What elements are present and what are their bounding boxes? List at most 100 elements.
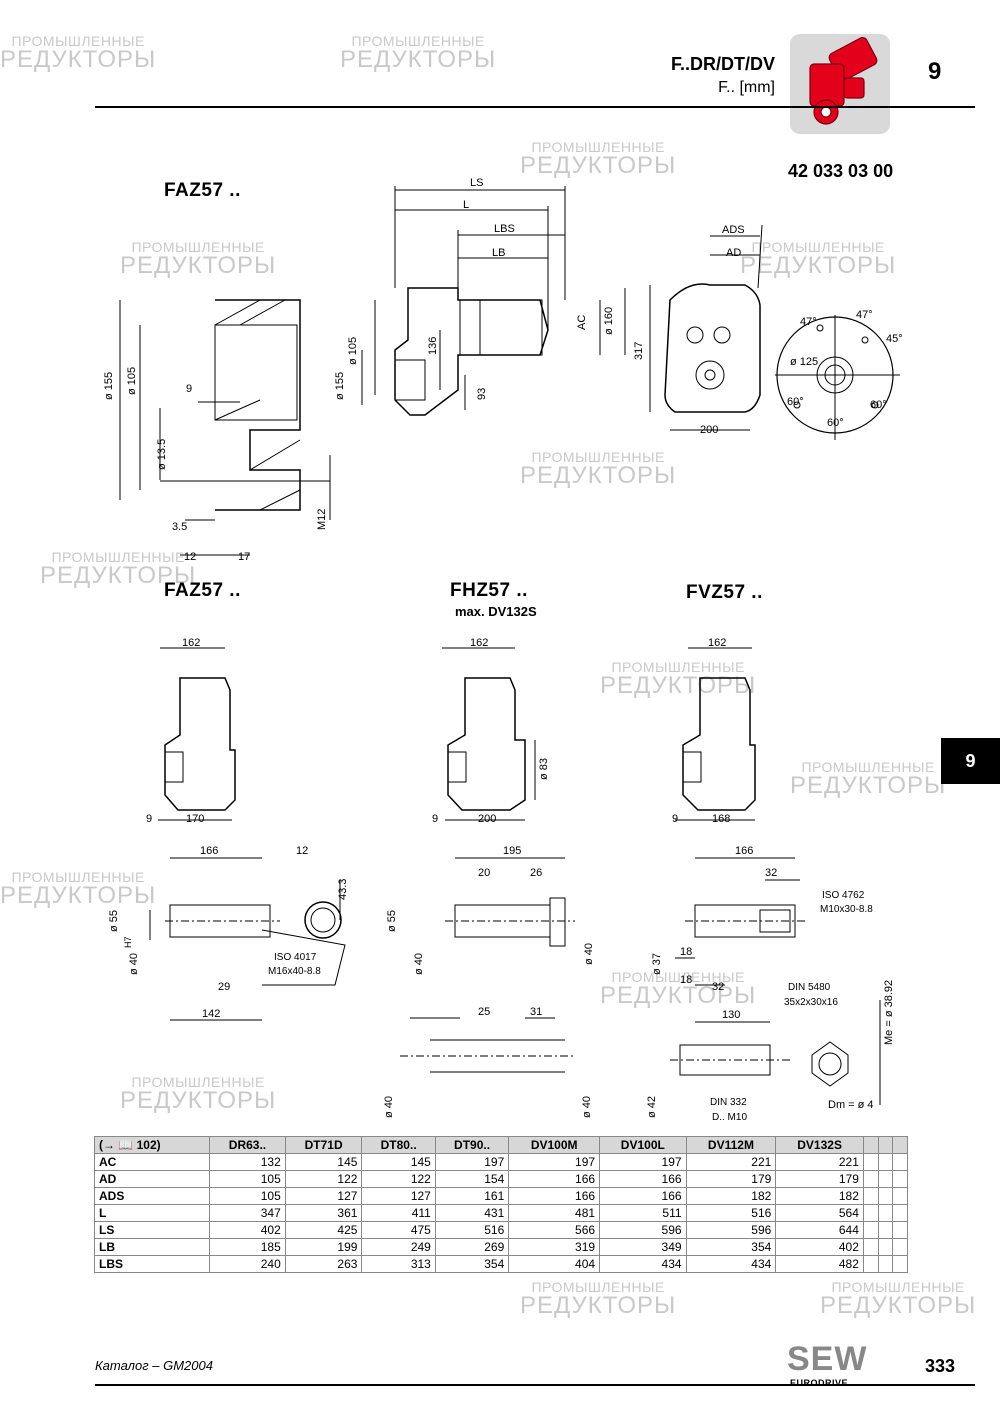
header-rule bbox=[95, 106, 975, 108]
table-cell bbox=[862, 1187, 879, 1205]
dim-label: ø 105 bbox=[347, 337, 359, 365]
table-cell bbox=[892, 1255, 908, 1273]
spline-spec-label: 35x2x30x16 bbox=[784, 997, 838, 1008]
table-column-header: DT80.. bbox=[361, 1136, 436, 1154]
dim-label: ø 155 bbox=[103, 372, 115, 400]
sew-logo: SEW bbox=[787, 1340, 868, 1378]
table-column-header bbox=[862, 1136, 879, 1154]
table-cell: 182 bbox=[775, 1187, 864, 1205]
dim-label: 12 bbox=[184, 551, 196, 563]
gearmotor-icon bbox=[790, 34, 890, 134]
table-cell: 240 bbox=[209, 1255, 286, 1273]
angle-label: 60° bbox=[787, 396, 804, 408]
dim-label: 31 bbox=[530, 1006, 542, 1018]
table-row-label: LBS bbox=[93, 1255, 211, 1273]
table-cell: 185 bbox=[209, 1238, 286, 1256]
table-cell: 221 bbox=[685, 1153, 777, 1171]
faz57-shaft-section-drawing bbox=[149, 857, 346, 1021]
section-title-faz57-top: FAZ57 .. bbox=[164, 180, 241, 201]
page-title: F..DR/DT/DV bbox=[670, 54, 775, 74]
table-cell: 122 bbox=[284, 1170, 363, 1188]
dim-label: 9 bbox=[672, 813, 678, 825]
dim-label: 200 bbox=[478, 813, 496, 825]
dim-label: 32 bbox=[712, 981, 724, 993]
table-cell bbox=[877, 1238, 894, 1256]
table-cell bbox=[892, 1238, 908, 1256]
table-cell: 221 bbox=[775, 1153, 864, 1171]
section-note-fhz57: max. DV132S bbox=[455, 604, 537, 619]
table-column-header: DV132S bbox=[775, 1136, 864, 1154]
table-cell: 402 bbox=[775, 1238, 864, 1256]
dim-label: ø 125 bbox=[790, 356, 818, 368]
dim-label: H7 bbox=[123, 936, 133, 948]
center-bore-spec-label: DIN 332 bbox=[710, 1097, 747, 1108]
table-cell: 354 bbox=[685, 1238, 777, 1256]
dim-label: ø 40 bbox=[413, 953, 425, 975]
dim-label: ø 42 bbox=[646, 1096, 658, 1118]
dim-label: ø 40 bbox=[383, 1096, 395, 1118]
table-cell: 154 bbox=[434, 1170, 510, 1188]
table-cell bbox=[892, 1153, 908, 1171]
bolt-spec-label: ISO 4762 bbox=[822, 890, 865, 901]
section-title-fhz57: FHZ57 .. bbox=[450, 580, 528, 601]
dim-label: ø 155 bbox=[334, 372, 346, 400]
table-cell bbox=[892, 1204, 908, 1222]
dim-label: LBS bbox=[494, 223, 515, 235]
dim-label: ø 37 bbox=[651, 953, 663, 975]
table-cell bbox=[877, 1221, 894, 1239]
table-cell bbox=[892, 1221, 908, 1239]
dim-label: L bbox=[463, 199, 469, 211]
table-cell: 182 bbox=[685, 1187, 777, 1205]
angle-label: 47° bbox=[856, 309, 873, 321]
dim-label: 17 bbox=[238, 551, 250, 563]
dim-label: 170 bbox=[186, 813, 204, 825]
dim-label: ø 55 bbox=[108, 910, 120, 932]
table-cell bbox=[862, 1153, 879, 1171]
document-number: 42 033 03 00 bbox=[788, 161, 894, 181]
table-cell: 199 bbox=[284, 1238, 363, 1256]
table-cell: 354 bbox=[434, 1255, 510, 1273]
table-cell: 404 bbox=[508, 1255, 601, 1273]
dim-label: 136 bbox=[427, 337, 439, 355]
table-cell: 132 bbox=[209, 1153, 286, 1171]
table-cell bbox=[862, 1221, 879, 1239]
table-cell bbox=[862, 1238, 879, 1256]
table-cell: 516 bbox=[685, 1204, 777, 1222]
table-cell: 161 bbox=[434, 1187, 510, 1205]
angle-label: 60° bbox=[870, 399, 887, 411]
dim-label: ø 13.5 bbox=[156, 439, 168, 470]
table-cell: 179 bbox=[685, 1170, 777, 1188]
table-cell: 475 bbox=[361, 1221, 436, 1239]
table-cell: 313 bbox=[361, 1255, 436, 1273]
table-row-label: LB bbox=[93, 1238, 211, 1256]
hollow-shaft-section-drawing bbox=[119, 299, 331, 556]
side-view-drawing bbox=[361, 186, 626, 416]
section-title-faz57: FAZ57 .. bbox=[164, 580, 241, 601]
dim-label: ADS bbox=[722, 224, 745, 236]
table-cell bbox=[877, 1255, 894, 1273]
table-cell: 166 bbox=[508, 1187, 601, 1205]
table-corner-reference[interactable]: (→ 📖 102) bbox=[93, 1136, 211, 1154]
fvz57-outline-drawing bbox=[675, 647, 756, 821]
dim-label: 25 bbox=[478, 1006, 490, 1018]
technical-drawing: LS L LBS LB AC ø 160 ø 105 ø 155 136 93 … bbox=[103, 177, 903, 1123]
dim-label: ø 105 bbox=[126, 367, 138, 395]
table-cell bbox=[877, 1187, 894, 1205]
chapter-tab: 9 bbox=[941, 738, 1000, 784]
table-cell bbox=[892, 1170, 908, 1188]
table-column-header bbox=[877, 1136, 894, 1154]
dim-label: 9 bbox=[432, 813, 438, 825]
dim-label: 29 bbox=[218, 981, 230, 993]
table-cell: 249 bbox=[361, 1238, 436, 1256]
